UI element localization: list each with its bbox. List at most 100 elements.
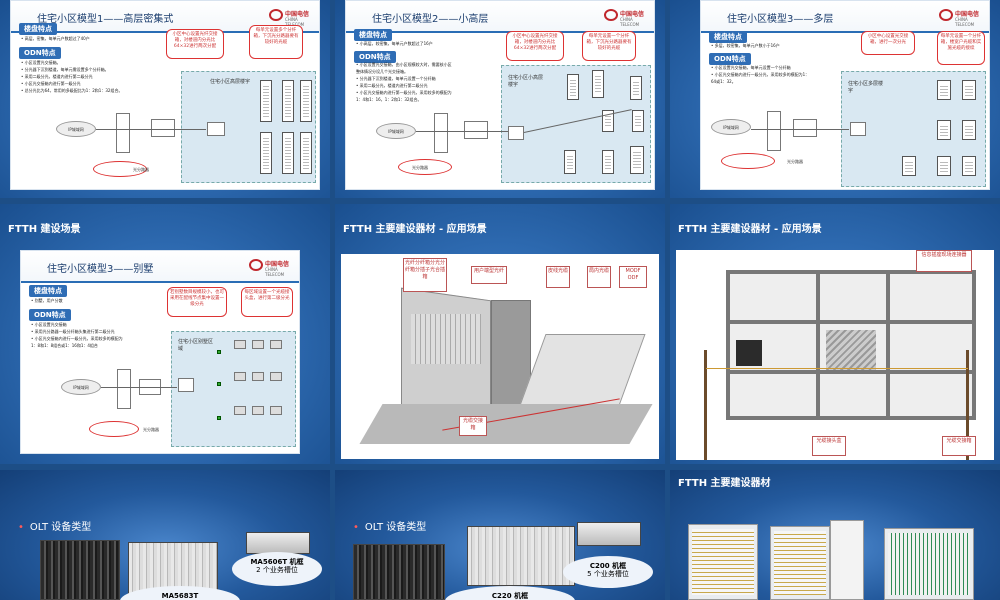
- odf-box: [151, 119, 175, 137]
- olt-box: [767, 111, 781, 151]
- building-text: • 别墅，用户分散: [31, 298, 63, 303]
- label-indoor-cable: 局内光缆: [587, 266, 611, 288]
- slide-title: 住宅小区模型3——多层: [727, 14, 834, 25]
- residential-zone: 住宅小区高层楼宇: [181, 71, 316, 183]
- olt-box: [434, 113, 448, 153]
- legend-label: 光分路器: [143, 427, 159, 432]
- section-header-odn: ODN特点: [29, 309, 71, 321]
- slide-title: 住宅小区模型1——高层密集式: [37, 14, 174, 25]
- section-header-building: 楼盘特点: [29, 285, 67, 297]
- c220-label: C220 机框: [445, 586, 575, 600]
- tile-title: FTTH 主要建设器材 - 应用场景: [343, 224, 487, 235]
- label-cable-cross-box: 光缆交接箱: [459, 416, 487, 436]
- odn-text: • 小区设置光交接箱，由小区规模较大时，需要核小区 整体情况分设几个光交接箱。•…: [356, 62, 452, 102]
- legend-ellipse: [93, 161, 147, 177]
- residential-zone: 住宅小区多层楼宇: [841, 71, 986, 187]
- residential-zone: 住宅小区别墅区域: [171, 331, 296, 447]
- olt-bullet: •OLT 设备类型: [18, 522, 92, 533]
- legend-label: 光分路器: [133, 167, 149, 172]
- fiber-cabinet-image: [884, 528, 974, 600]
- c200-image: [577, 522, 641, 546]
- legend-label: 光分路器: [412, 165, 428, 170]
- callout-box: 小区中心设置光纤交接箱，对楼道内分光比64×32进行两次分配: [506, 31, 564, 61]
- building-section-scene: 信息插座现场连接器 光缆接头盒 光缆交接箱: [676, 250, 994, 460]
- slide-title: 住宅小区模型3——别墅: [47, 264, 154, 275]
- building-scene: 光纤分纤箱分光分纤箱分插子光合插箱 用户端型光纤 皮线光缆 局内光缆 MODF …: [341, 254, 659, 459]
- label-info-socket-connector: 信息插座现场连接器: [916, 250, 972, 272]
- olt-rack-image: [353, 544, 445, 600]
- legend-ellipse: [721, 153, 775, 169]
- label-cable-joint-box: 光缆接头盒: [812, 436, 846, 456]
- building-text: • 小高层，较密集，每单元户数超过了16户: [356, 41, 433, 46]
- c220-image: [467, 526, 575, 586]
- fiber-cabinet-image: [770, 526, 830, 600]
- ip-network-cloud: IP城域网: [56, 121, 96, 137]
- thumbnail-slide-6[interactable]: FTTH 主要建设器材 - 应用场景 信息插座现场连接器 光缆接头盒 光缆交接箱: [670, 204, 1000, 464]
- callout-box: 每单元设置一个分纤箱，楼宽户光缆和实施光缆的接续: [937, 31, 985, 65]
- section-header-odn: ODN特点: [19, 47, 61, 59]
- ip-network-cloud: IP城域网: [61, 379, 101, 395]
- legend-ellipse: [89, 421, 139, 437]
- label-drop-cable: 皮线光缆: [546, 266, 570, 288]
- odn-text: • 小区设置光交接箱，每单元设置一个分纤箱• 小区光交接箱内进行一级分光，采用较…: [711, 65, 810, 84]
- label-user-fiber: 用户端型光纤: [471, 266, 507, 284]
- olt-box: [116, 113, 130, 153]
- ip-network-cloud: IP城域网: [711, 119, 751, 135]
- odn-text: • 小区设置光交接箱。• 分光器下沉到楼道，每单元需设置多个分纤箱。• 采用二级…: [21, 60, 123, 93]
- odf-box: [464, 121, 488, 139]
- building-text: • 高层，密集，每单元户数超过了40户: [21, 36, 90, 41]
- ma5683t-label: MA5683T: [120, 586, 240, 600]
- fiber-cabinet-image: [688, 524, 758, 600]
- olt-bullet: •OLT 设备类型: [353, 522, 427, 533]
- section-header-building: 楼盘特点: [709, 31, 747, 43]
- section-header-building: 楼盘特点: [19, 23, 57, 35]
- label-fiber-distribution-box: 光纤分纤箱分光分纤箱分插子光合插箱: [403, 258, 447, 292]
- olt-box: [117, 369, 131, 409]
- callout-box: 小区中心设置光交接箱，进行一次分光: [861, 31, 915, 55]
- tile-title: FTTH 建设场景: [8, 224, 81, 235]
- thumbnail-slide-9[interactable]: FTTH 主要建设器材: [670, 470, 1000, 600]
- building-text: • 多层，较密集，每单元户数小于16户: [711, 43, 780, 48]
- legend-label: 光分路器: [787, 159, 803, 164]
- ip-network-cloud: IP城域网: [376, 123, 416, 139]
- legend-ellipse: [398, 159, 452, 175]
- thumbnail-slide-5[interactable]: FTTH 主要建设器材 - 应用场景 光纤分纤箱分光分纤箱分插子光合插箱 用户端…: [335, 204, 665, 464]
- tile-title: FTTH 主要建设器材: [678, 478, 771, 489]
- callout-box: 每单元设置多个分纤箱，下沉光分路器要有较好的光缆: [249, 25, 303, 59]
- label-cable-cross-box: 光缆交接箱: [942, 436, 976, 456]
- callout-box: 每单元设置一个分纤箱，下沉光分路器要有较好的光缆: [582, 31, 636, 61]
- section-header-odn: ODN特点: [709, 53, 751, 65]
- callout-box: 若别墅数目规模较小，也可采用在配线节点集中设置一级分光: [167, 287, 227, 317]
- olt-rack-image: [40, 540, 120, 600]
- callout-box: 每区域设置一个光缆接头盒，进行第二级分光: [241, 287, 293, 317]
- section-header-building: 楼盘特点: [354, 29, 392, 41]
- section-header-odn: ODN特点: [354, 51, 396, 63]
- label-modf-odf: MODF ODF: [619, 266, 647, 288]
- residential-zone: 住宅小区小高层楼宇: [501, 65, 651, 183]
- odn-text: • 小区设置光交接箱• 采用光分路器一级分纤箱头集进行第二级分光• 小区光交接箱…: [31, 322, 123, 348]
- tile-title: FTTH 主要建设器材 - 应用场景: [678, 224, 822, 235]
- ma5606t-image: [246, 532, 310, 554]
- callout-box: 小区中心设置光纤交接箱，对楼道内分光比64×32进行两次分配: [166, 29, 224, 59]
- odf-box: [793, 119, 817, 137]
